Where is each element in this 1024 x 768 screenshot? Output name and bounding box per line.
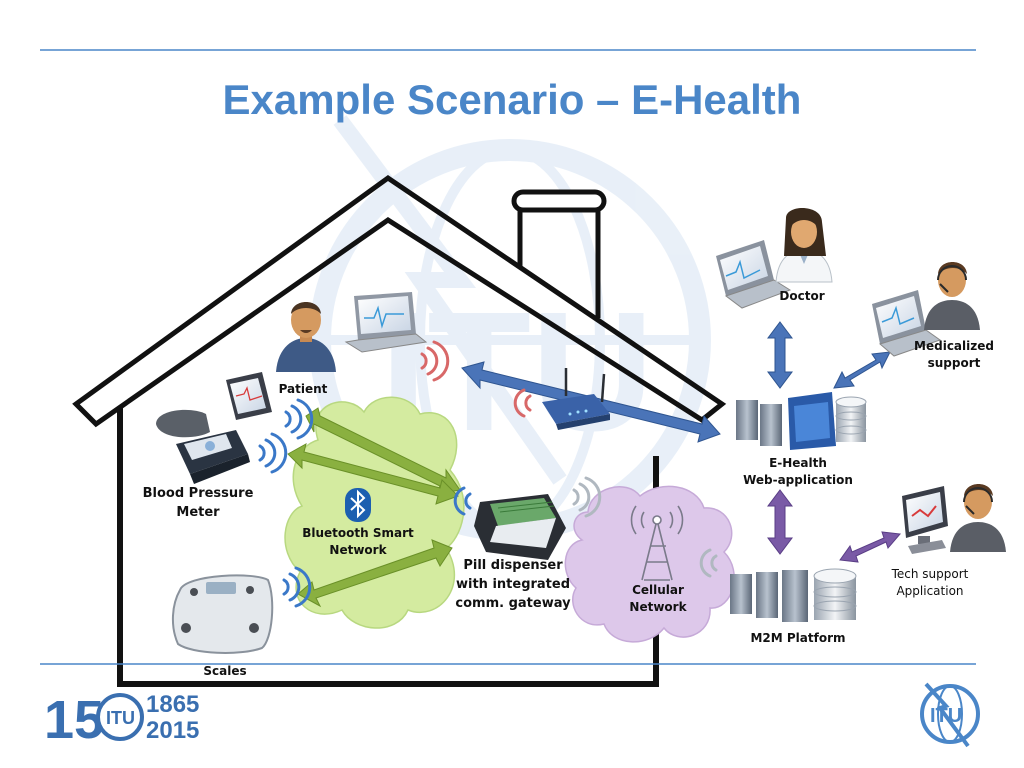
cellular-network-label: Cellular Network xyxy=(622,582,694,616)
blood-pressure-label: Blood Pressure Meter xyxy=(140,484,256,522)
ehealth-label: E-Health Web-application xyxy=(742,455,854,489)
tech-support-monitor xyxy=(902,486,948,554)
bluetooth-smart-cloud xyxy=(284,396,465,629)
blood-pressure-waves xyxy=(258,432,288,474)
medical-tablet xyxy=(226,372,272,420)
doctor-avatar xyxy=(775,207,833,283)
tech-support-link-arrow xyxy=(839,531,901,563)
tech-label-line1: Tech support xyxy=(891,567,969,581)
pill-label-line2: with integrated xyxy=(455,577,571,592)
patient-avatar xyxy=(276,302,336,372)
house-outline xyxy=(72,174,727,687)
anniversary-logo-text: ITU xyxy=(106,708,135,728)
bluetooth-icon xyxy=(345,488,371,522)
bluetooth-network-label: Bluetooth Smart Network xyxy=(302,525,414,559)
bluetooth-label-line1: Bluetooth Smart xyxy=(302,526,414,540)
tech-support-label: Tech support Application xyxy=(882,566,978,600)
m2m-platform-servers xyxy=(730,568,857,622)
itu-logo-text: ITU xyxy=(930,705,962,727)
pill-dispenser-bt-waves xyxy=(453,486,472,516)
anniversary-year-end: 2015 xyxy=(146,717,199,744)
bluetooth-link-arrows xyxy=(287,407,461,608)
medical-support-laptop xyxy=(872,290,942,357)
cloud-cell-waves xyxy=(699,548,718,578)
bathroom-scales xyxy=(172,574,274,654)
pill-dispenser-device xyxy=(474,494,566,560)
cellular-label-line2: Network xyxy=(629,600,687,614)
pill-label-line1: Pill dispenser xyxy=(463,558,563,573)
m2m-platform-label: M2M Platform xyxy=(750,631,846,645)
pill-dispenser-label: Pill dispenser with integrated comm. gat… xyxy=(452,556,574,613)
bluetooth-label-line2: Network xyxy=(329,543,387,557)
ehealth-label-line2: Web-application xyxy=(743,473,853,487)
blood-pressure-label-line1: Blood Pressure xyxy=(142,486,254,501)
pill-label-line3: comm. gateway xyxy=(455,596,571,611)
pill-dispenser-cell-waves xyxy=(572,476,602,518)
m2m-link-arrow xyxy=(767,489,793,555)
patient-laptop xyxy=(344,292,428,353)
doctor-laptop xyxy=(716,240,792,309)
medical-support-link-arrow xyxy=(833,351,891,389)
cell-tower-icon xyxy=(630,505,684,581)
doctor-link-arrow xyxy=(767,321,793,389)
wireless-waves xyxy=(258,340,718,608)
medical-support-avatar xyxy=(924,262,980,330)
blood-pressure-label-line2: Meter xyxy=(176,505,220,520)
tablet-waves xyxy=(284,398,314,440)
medicalized-support-label: Medicalized support xyxy=(914,339,994,370)
slide-title: Example Scenario – E-Health xyxy=(222,76,802,123)
patient-laptop-waves xyxy=(420,340,450,382)
tech-label-line2: Application xyxy=(896,584,964,598)
scales-waves xyxy=(282,566,312,608)
itu-logo: ITU xyxy=(920,682,980,748)
ehealth-servers xyxy=(736,392,867,450)
patient-label: Patient xyxy=(278,382,328,396)
cellular-network-cloud xyxy=(564,485,735,643)
router-waves xyxy=(513,388,532,418)
doctor-label: Doctor xyxy=(779,289,825,303)
tech-support-avatar xyxy=(950,484,1006,552)
itu-150-anniversary-logo: 150 ITU 1865 2015 xyxy=(44,690,199,750)
blood-pressure-meter xyxy=(156,409,250,484)
anniversary-year-start: 1865 xyxy=(146,691,199,718)
ehealth-label-line1: E-Health xyxy=(769,456,827,470)
cellular-label-line1: Cellular xyxy=(632,583,684,597)
scales-label: Scales xyxy=(203,664,247,678)
wifi-router xyxy=(542,368,610,430)
